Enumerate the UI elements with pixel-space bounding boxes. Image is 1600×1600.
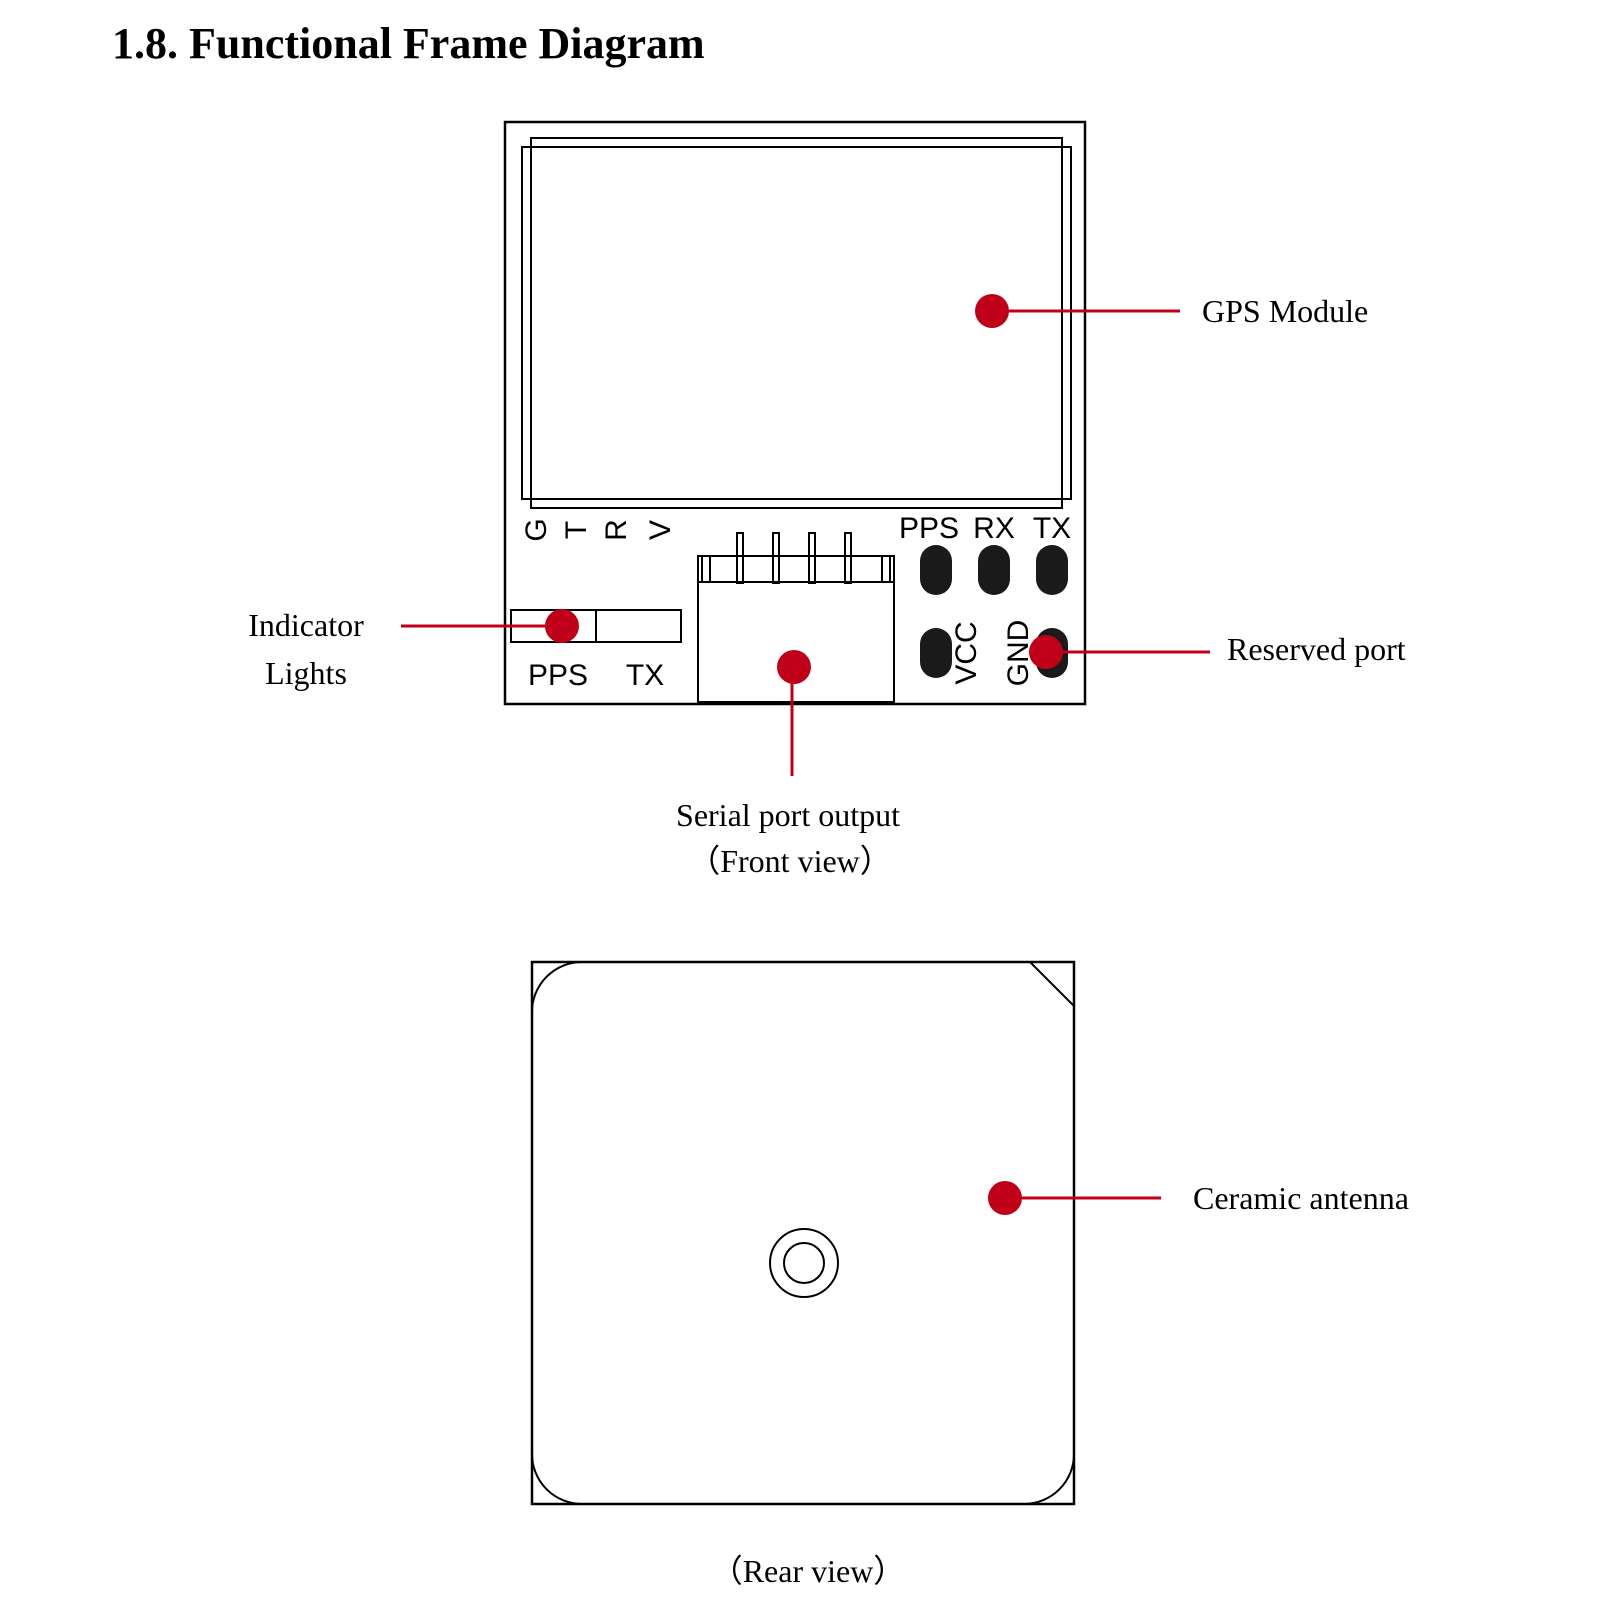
serial-connector-pin <box>736 532 744 584</box>
callout-reserved-port: Reserved port <box>1029 631 1406 669</box>
label-serial-port: Serial port output <box>676 797 900 833</box>
led-label-pps: PPS <box>528 659 588 692</box>
label-indicator-line2: Lights <box>265 655 347 691</box>
pin-label-v: V <box>644 520 677 540</box>
rear-view-board <box>530 960 1076 1506</box>
reserved-pads-top: PPS RX TX <box>899 512 1071 595</box>
label-reserved-port: Reserved port <box>1227 631 1406 667</box>
caption-rear-view: （Rear view） <box>711 1553 906 1589</box>
serial-connector-tab-left <box>701 555 711 583</box>
pad-label-pps: PPS <box>899 512 959 545</box>
callout-marker <box>975 294 1009 328</box>
indicator-leds: PPS TX <box>510 609 682 692</box>
pad-pps <box>920 545 952 595</box>
serial-connector-tab-right <box>881 555 891 583</box>
callout-gps-module: GPS Module <box>975 293 1368 329</box>
front-board-outline <box>503 120 1087 706</box>
callout-serial-port: Serial port output <box>676 650 900 833</box>
label-ceramic-antenna: Ceramic antenna <box>1193 1180 1409 1216</box>
callout-marker <box>545 609 579 643</box>
led-label-tx: TX <box>626 659 664 692</box>
label-indicator-line1: Indicator <box>248 607 364 643</box>
callout-marker <box>988 1181 1022 1215</box>
led-tx <box>595 609 682 643</box>
pin-label-t: T <box>560 521 593 539</box>
pad-tx <box>1036 545 1068 595</box>
rear-board-outline <box>530 960 1076 1506</box>
serial-connector-pin <box>808 532 816 584</box>
gps-module-shield <box>521 137 1072 509</box>
pin-label-g: G <box>520 518 553 541</box>
front-view-board: G T R V PPS RX TX VCC <box>503 120 1087 706</box>
serial-connector <box>697 532 895 703</box>
antenna-feed-inner <box>783 1242 825 1284</box>
caption-front-view: （Front view） <box>688 843 892 879</box>
pad-rx <box>978 545 1010 595</box>
label-gps-module: GPS Module <box>1202 293 1368 329</box>
page-title: 1.8. Functional Frame Diagram <box>112 19 705 68</box>
pad-vcc <box>920 628 952 678</box>
serial-connector-lip <box>697 555 895 583</box>
callout-ceramic-antenna: Ceramic antenna <box>988 1180 1409 1216</box>
callout-marker <box>1029 635 1063 669</box>
pad-label-tx: TX <box>1033 512 1071 545</box>
ceramic-antenna-patch <box>531 961 1075 1505</box>
pad-label-rx: RX <box>973 512 1015 545</box>
antenna-feed-outer <box>769 1228 839 1298</box>
connector-pin-labels: G T R V <box>520 518 677 541</box>
serial-connector-pin <box>844 532 852 584</box>
serial-connector-pin <box>772 532 780 584</box>
gps-shield-inner <box>530 146 1063 500</box>
pad-label-vcc: VCC <box>950 621 983 684</box>
pin-label-r: R <box>600 519 633 541</box>
callout-marker <box>777 650 811 684</box>
callout-indicator-lights: Indicator Lights <box>248 607 579 691</box>
